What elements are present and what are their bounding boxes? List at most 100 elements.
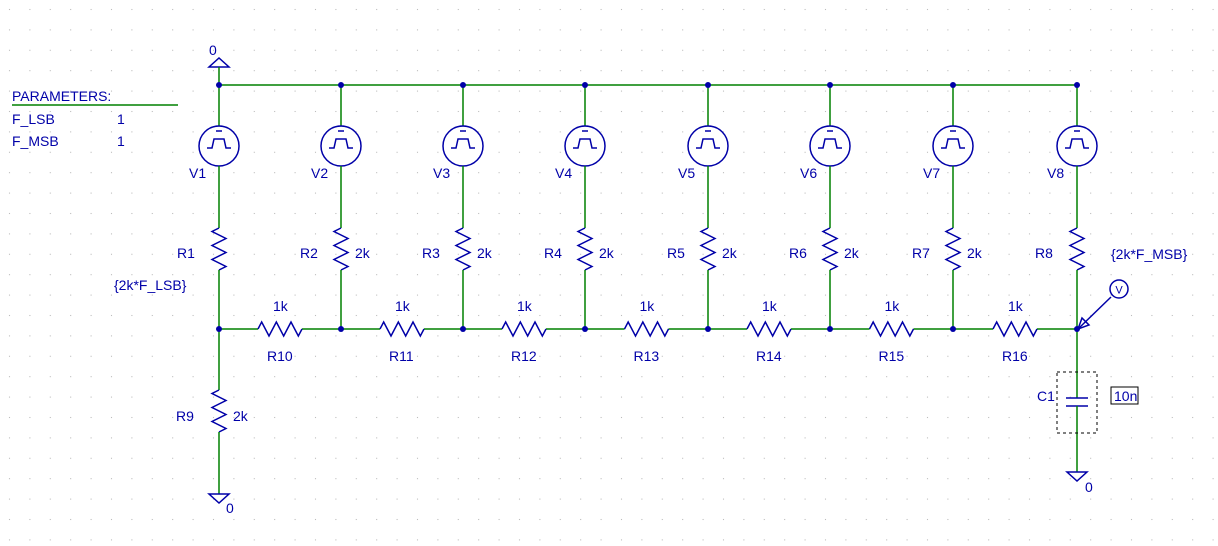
c1-branch: C1 10n 0 <box>1037 329 1139 495</box>
resistor-value: 1k <box>517 298 533 314</box>
junction-dot <box>338 82 344 88</box>
resistor-r13 <box>623 320 670 338</box>
resistor-r6 <box>821 227 839 271</box>
junction-dot <box>705 82 711 88</box>
junction-dot <box>827 82 833 88</box>
resistor-ref: R2 <box>300 245 318 261</box>
junction-dot <box>1074 326 1080 332</box>
resistor-value: 1k <box>395 298 411 314</box>
junction-dot <box>950 82 956 88</box>
pulse-waveform-icon <box>941 138 965 149</box>
junction-dot <box>216 326 222 332</box>
junction-dot <box>1074 82 1080 88</box>
c1-ground-symbol <box>1065 471 1089 483</box>
param-name-f-msb: F_MSB <box>12 133 59 149</box>
resistor-value: 2k <box>844 245 860 261</box>
pulse-source-icon <box>564 125 606 167</box>
resistor-value: 1k <box>1008 298 1024 314</box>
resistor-ref: R14 <box>756 348 782 364</box>
c1-value: 10n <box>1114 388 1137 404</box>
source-ref: V8 <box>1047 165 1064 181</box>
source-ref: V1 <box>189 165 206 181</box>
resistor-r15 <box>868 320 915 338</box>
resistor-r14 <box>746 320 792 338</box>
resistor-r3 <box>454 227 472 271</box>
resistor-ref: R7 <box>912 245 930 261</box>
junction-dot <box>216 82 222 88</box>
resistor-value: 1k <box>885 298 901 314</box>
resistor-ref: R3 <box>422 245 440 261</box>
c1-value-box <box>1110 386 1139 405</box>
param-value-f-lsb: 1 <box>117 111 125 127</box>
c1-ground-label: 0 <box>1085 479 1093 495</box>
resistor-ref: R16 <box>1002 348 1028 364</box>
junction-dots <box>216 82 1080 332</box>
resistor-ref: R1 <box>177 245 195 261</box>
resistor-value: 2k <box>722 245 738 261</box>
pulse-source-icon <box>198 125 240 167</box>
param-name-f-lsb: F_LSB <box>12 111 55 127</box>
r9-ground-symbol <box>207 493 231 505</box>
source-ref: V7 <box>923 165 940 181</box>
pulse-waveform-icon <box>696 138 720 149</box>
source-ref: V5 <box>678 165 695 181</box>
pulse-waveform-icon <box>451 138 475 149</box>
r9-value: 2k <box>233 408 249 424</box>
junction-dot <box>705 326 711 332</box>
probe-label: V <box>1115 285 1123 297</box>
resistor-value: 2k <box>355 245 371 261</box>
resistor-r2 <box>332 227 350 271</box>
junction-dot <box>460 326 466 332</box>
pulse-source-icon <box>932 125 974 167</box>
junction-dot <box>338 326 344 332</box>
r9-branch: R9 2k 0 <box>176 329 249 516</box>
resistor-r10 <box>257 320 303 338</box>
parameters-block: PARAMETERS: F_LSB 1 F_MSB 1 <box>12 88 178 149</box>
resistor-ref: R13 <box>634 348 660 364</box>
source-ref: V4 <box>555 165 572 181</box>
resistor-r12 <box>501 320 547 338</box>
resistor-r5 <box>699 227 717 271</box>
resistor-r16 <box>992 320 1038 338</box>
voltage-probe: V <box>1076 279 1129 331</box>
junction-dot <box>460 82 466 88</box>
resistor-ref: R15 <box>879 348 905 364</box>
source-ref: V6 <box>800 165 817 181</box>
r9-ref: R9 <box>176 408 194 424</box>
pulse-source-icon <box>809 125 851 167</box>
junction-dot <box>582 82 588 88</box>
junction-dot <box>827 326 833 332</box>
resistor-r9 <box>210 389 228 433</box>
source-ref: V2 <box>311 165 328 181</box>
resistor-ref: R11 <box>389 348 414 364</box>
top-ground-label: 0 <box>209 42 217 58</box>
resistor-value: 1k <box>640 298 656 314</box>
resistor-ref: R4 <box>544 245 562 261</box>
capacitor-selection-box <box>1056 371 1098 434</box>
probe-icon <box>1109 279 1129 299</box>
resistor-r7 <box>944 227 962 271</box>
pulse-source-icon <box>687 125 729 167</box>
pulse-waveform-icon <box>1065 138 1089 149</box>
pulse-waveform-icon <box>818 138 842 149</box>
resistor-value: 2k <box>967 245 983 261</box>
resistor-value: 2k <box>477 245 493 261</box>
pulse-source-icon <box>1056 125 1098 167</box>
resistor-ref: R8 <box>1035 245 1053 261</box>
parameters-title: PARAMETERS: <box>12 88 111 104</box>
r9-ground-label: 0 <box>226 500 234 516</box>
pulse-waveform-icon <box>329 138 353 149</box>
